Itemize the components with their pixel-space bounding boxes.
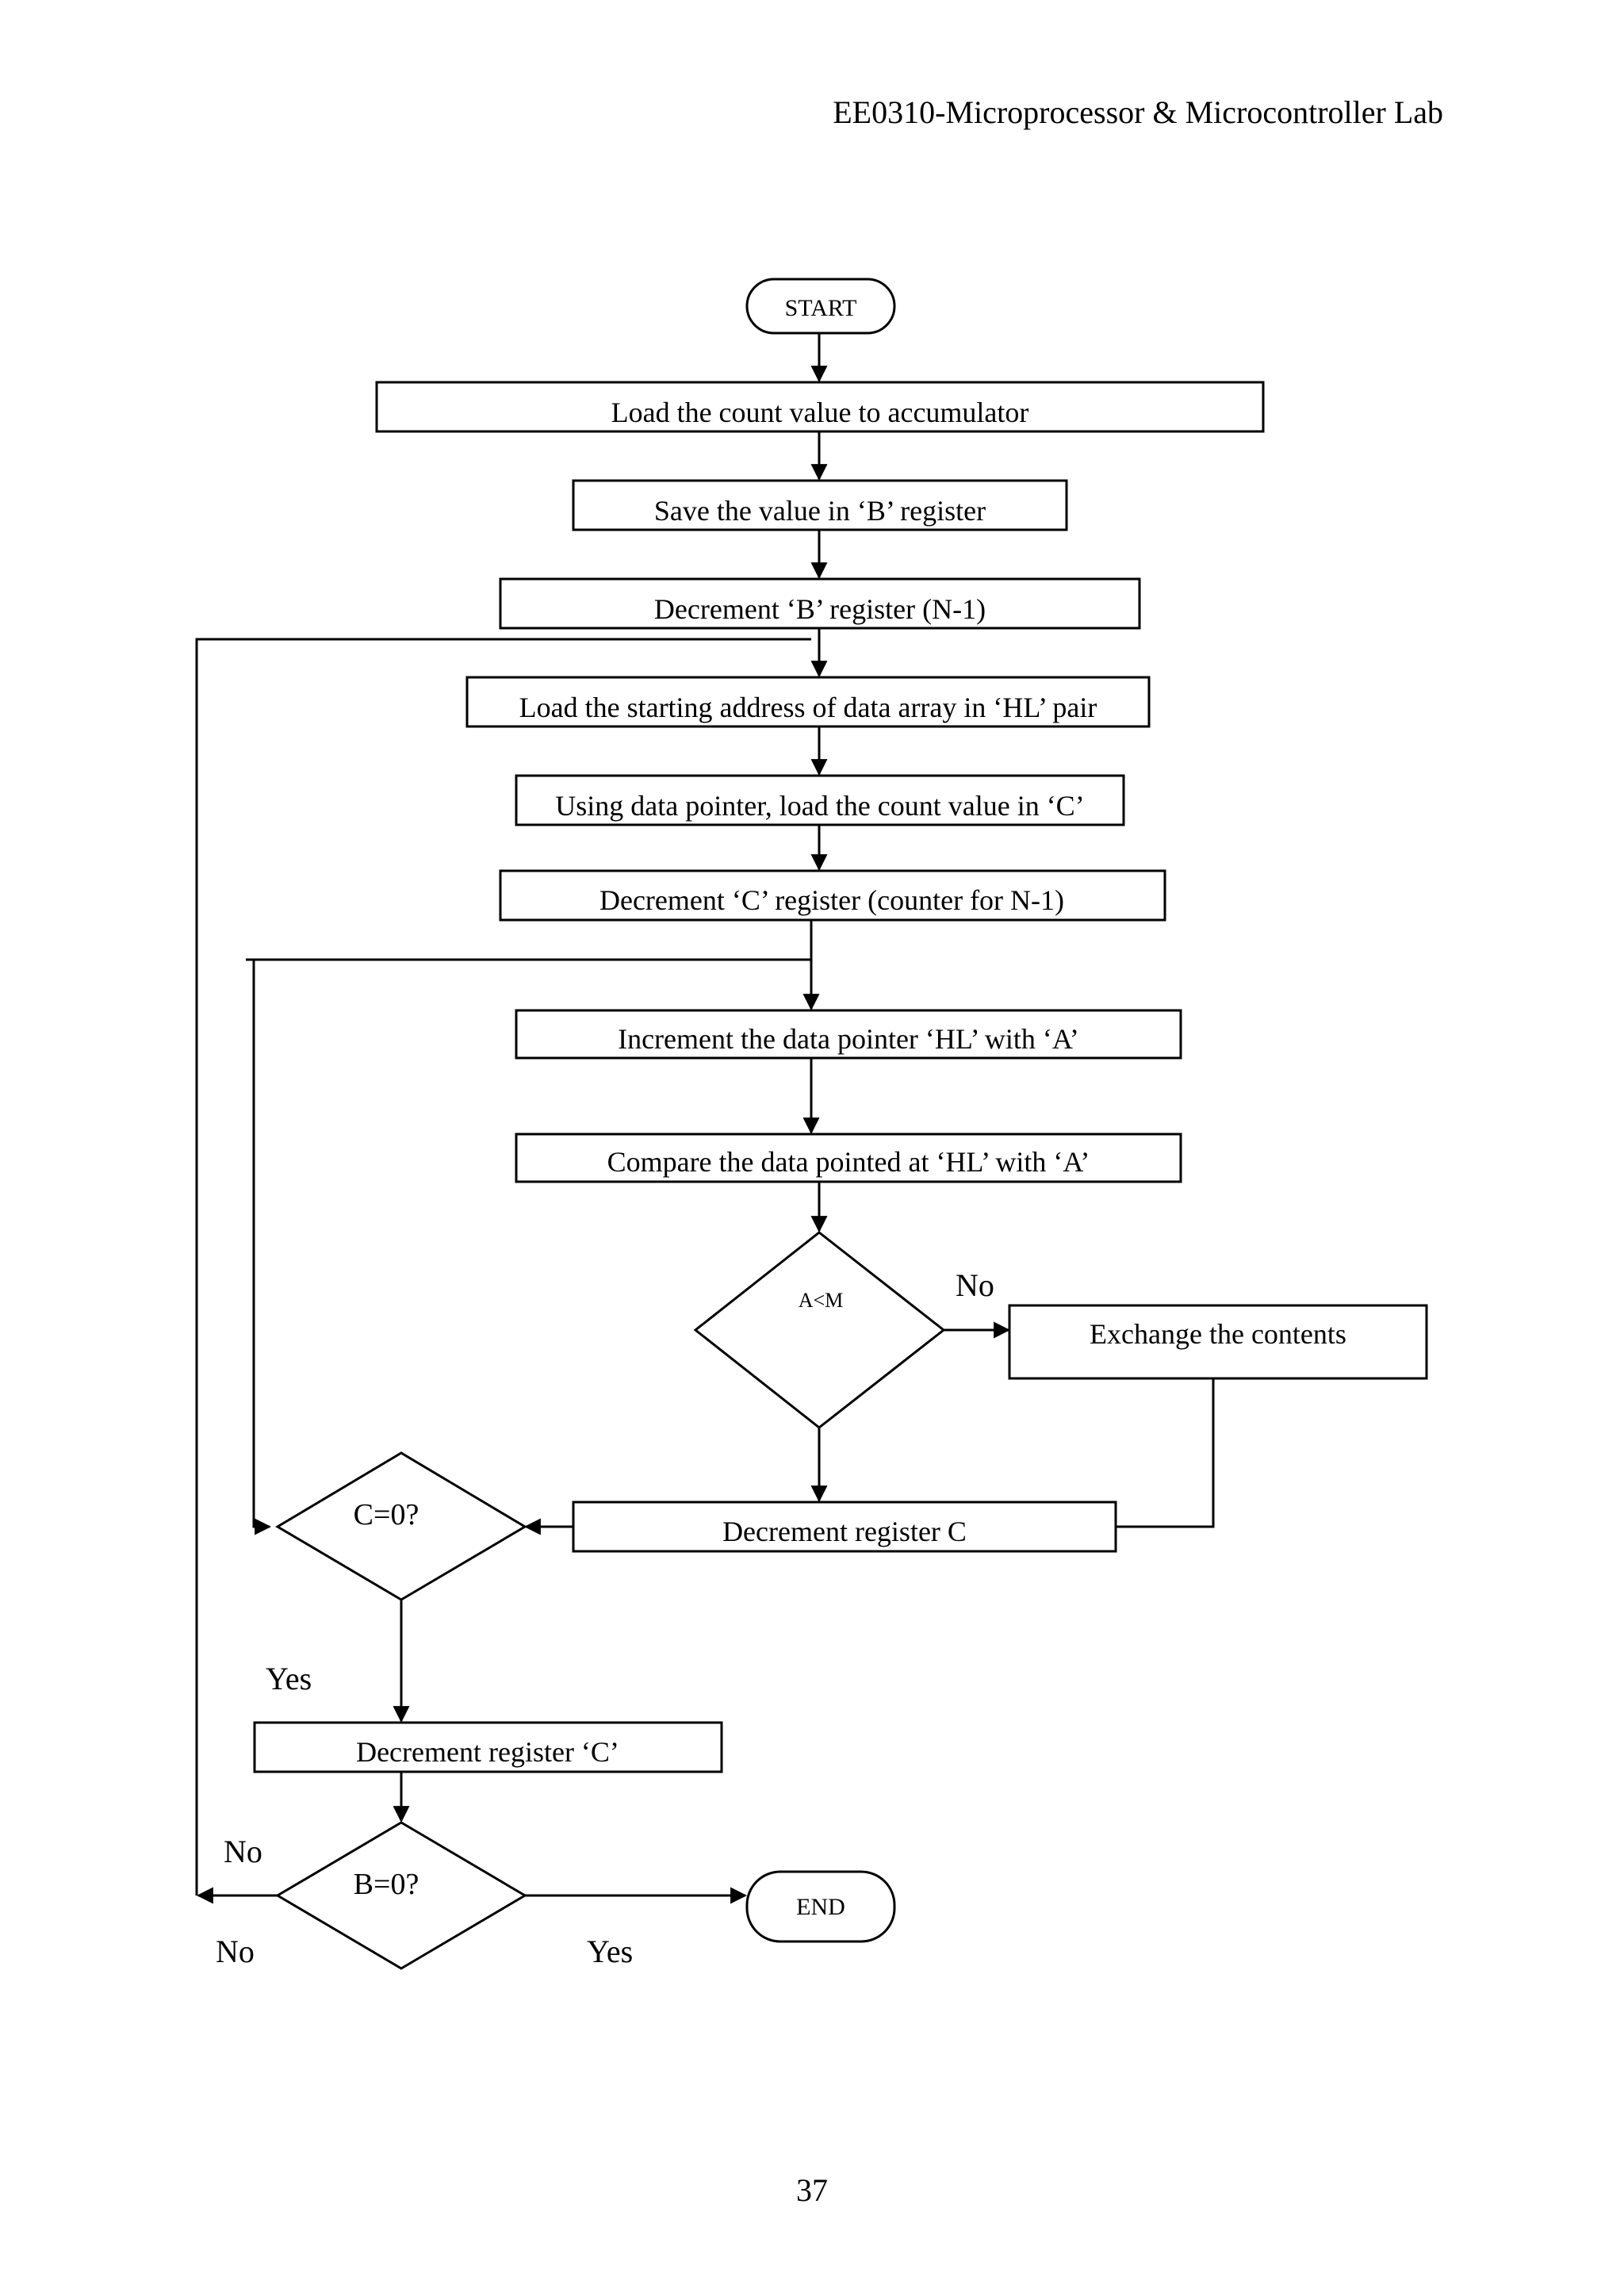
- step-load-hl: Load the starting address of data array …: [465, 676, 1151, 728]
- step-dec-c-text: Decrement register C: [722, 1516, 967, 1547]
- step-exchange: Exchange the contents: [1008, 1304, 1428, 1380]
- label-a-lt-m-no: No: [956, 1267, 994, 1303]
- step-exchange-text: Exchange the contents: [1090, 1318, 1346, 1350]
- step-save-b-text: Save the value in ‘B’ register: [654, 495, 986, 527]
- step-load-c-text: Using data pointer, load the count value…: [555, 790, 1084, 822]
- decision-b-zero-text: B=0?: [354, 1868, 419, 1901]
- page-header: EE0310-Microprocessor & Microcontroller …: [833, 94, 1443, 130]
- step-load-hl-text: Load the starting address of data array …: [519, 692, 1097, 723]
- step-load-count-text: Load the count value to accumulator: [611, 397, 1029, 428]
- step-dec-c-n1-text: Decrement ‘C’ register (counter for N-1): [599, 884, 1064, 916]
- step-save-b: Save the value in ‘B’ register: [572, 479, 1068, 531]
- start-terminal: START: [745, 278, 896, 335]
- step-load-count: Load the count value to accumulator: [375, 381, 1265, 433]
- connectors: [195, 333, 1215, 1904]
- step-inc-hl-text: Increment the data pointer ‘HL’ with ‘A’: [618, 1023, 1079, 1055]
- step-dec-b: Decrement ‘B’ register (N-1): [499, 577, 1141, 630]
- step-load-c: Using data pointer, load the count value…: [515, 774, 1125, 826]
- start-label: START: [785, 295, 857, 321]
- end-label: END: [796, 1894, 845, 1920]
- step-inc-hl: Increment the data pointer ‘HL’ with ‘A’: [515, 1009, 1182, 1060]
- label-b-zero-no-upper: No: [224, 1834, 262, 1869]
- end-terminal: END: [745, 1870, 896, 1943]
- decision-a-lt-m: A<M: [693, 1231, 946, 1429]
- step-dec-c-q: Decrement register ‘C’: [253, 1721, 723, 1773]
- loop-outer-bzero: [195, 638, 811, 1895]
- decision-b-zero: B=0?: [275, 1821, 527, 1970]
- step-dec-c-q-text: Decrement register ‘C’: [356, 1736, 619, 1768]
- page-number: 37: [796, 2172, 828, 2208]
- decision-a-lt-m-text: A<M: [799, 1289, 844, 1312]
- line-exchange-to-decrement: [1116, 1379, 1215, 1528]
- step-dec-b-text: Decrement ‘B’ register (N-1): [654, 593, 986, 625]
- decision-c-zero: C=0?: [275, 1451, 527, 1601]
- label-b-zero-no-lower: No: [216, 1934, 255, 1969]
- loop-inner-czero: [252, 958, 811, 1535]
- step-dec-c-n1: Decrement ‘C’ register (counter for N-1): [499, 869, 1166, 922]
- label-b-zero-yes: Yes: [587, 1934, 633, 1969]
- step-dec-c: Decrement register C: [572, 1501, 1117, 1553]
- label-c-zero-yes: Yes: [266, 1661, 312, 1696]
- step-compare: Compare the data pointed at ‘HL’ with ‘A…: [515, 1133, 1182, 1183]
- decision-c-zero-text: C=0?: [354, 1498, 419, 1531]
- step-compare-text: Compare the data pointed at ‘HL’ with ‘A…: [607, 1146, 1090, 1178]
